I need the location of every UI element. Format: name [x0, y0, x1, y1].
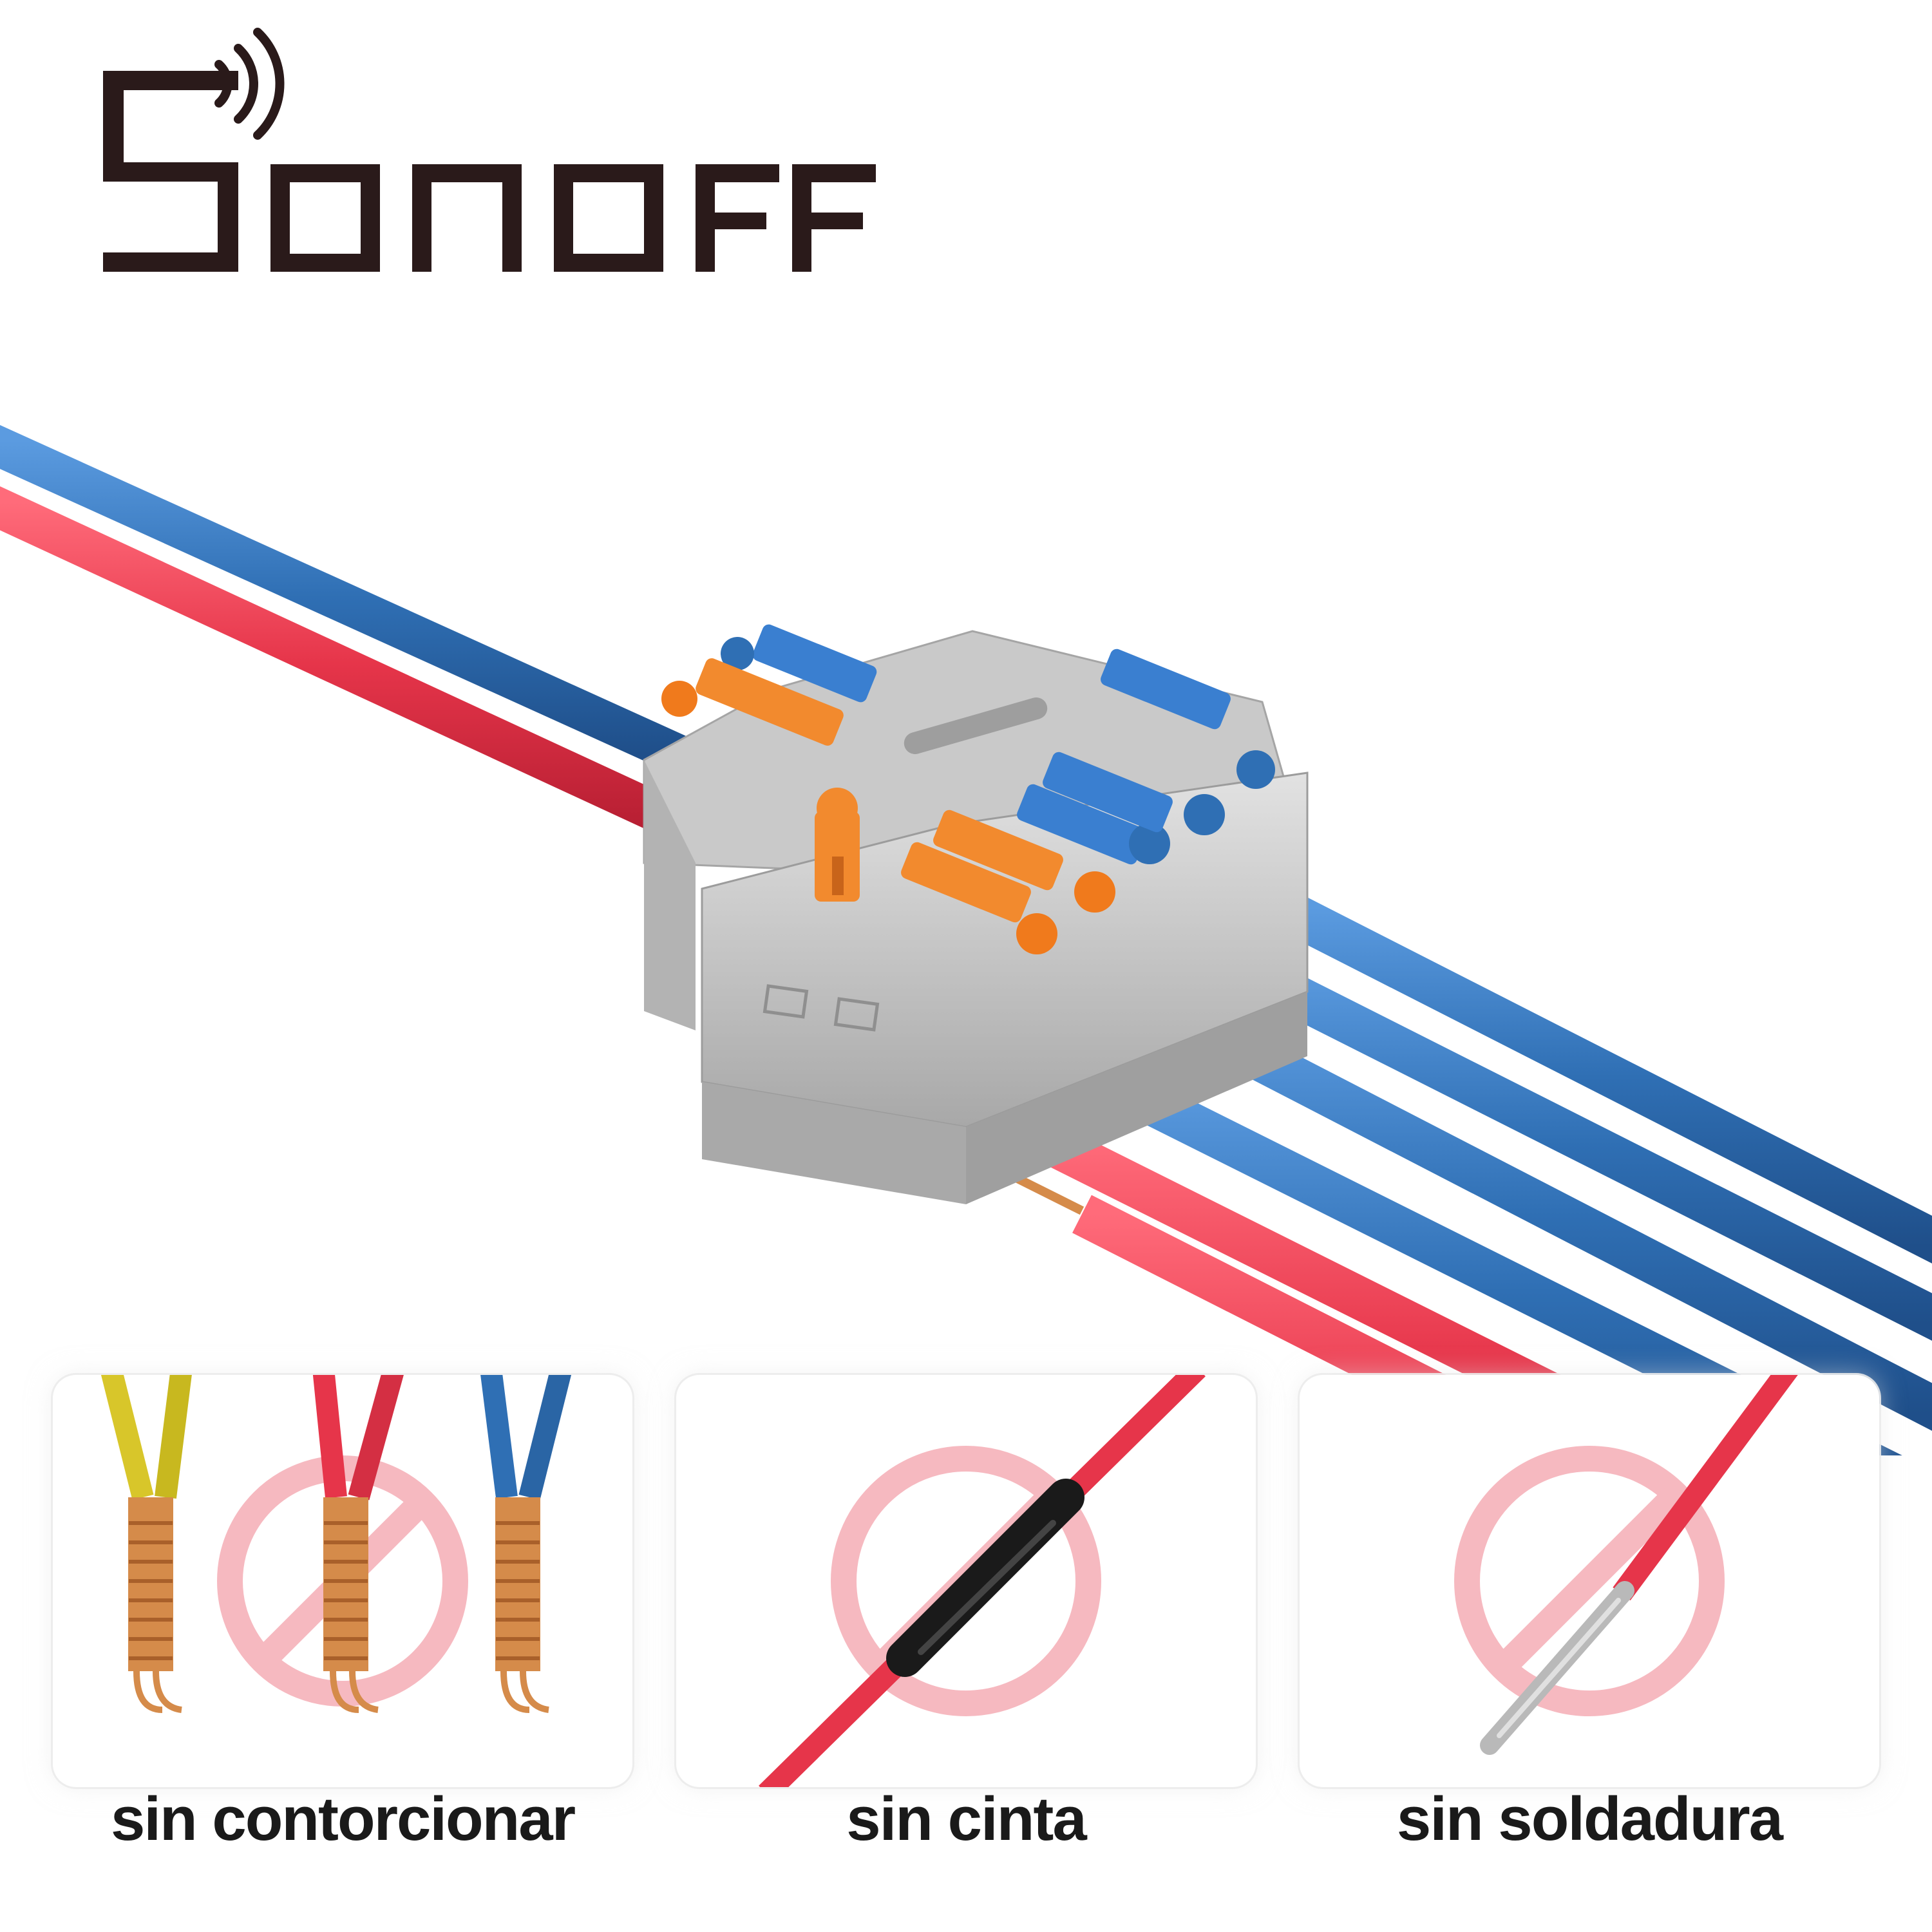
panel-no-solder [1300, 1375, 1879, 1787]
brand-logo [97, 19, 889, 277]
panel-no-tape [676, 1375, 1256, 1787]
connector-illustration [0, 412, 1932, 1669]
wire-connector-icon [0, 425, 1932, 1669]
caption-no-twisting: sin contorcionar [110, 1785, 576, 1853]
panel-no-twisting [53, 1375, 632, 1787]
sonoff-logo-icon [103, 28, 876, 272]
prohibition-icon [1454, 1446, 1725, 1716]
wifi-signal-icon [194, 28, 285, 140]
caption-no-solder: sin soldadura [1396, 1785, 1783, 1853]
caption-no-tape: sin cinta [846, 1785, 1086, 1853]
